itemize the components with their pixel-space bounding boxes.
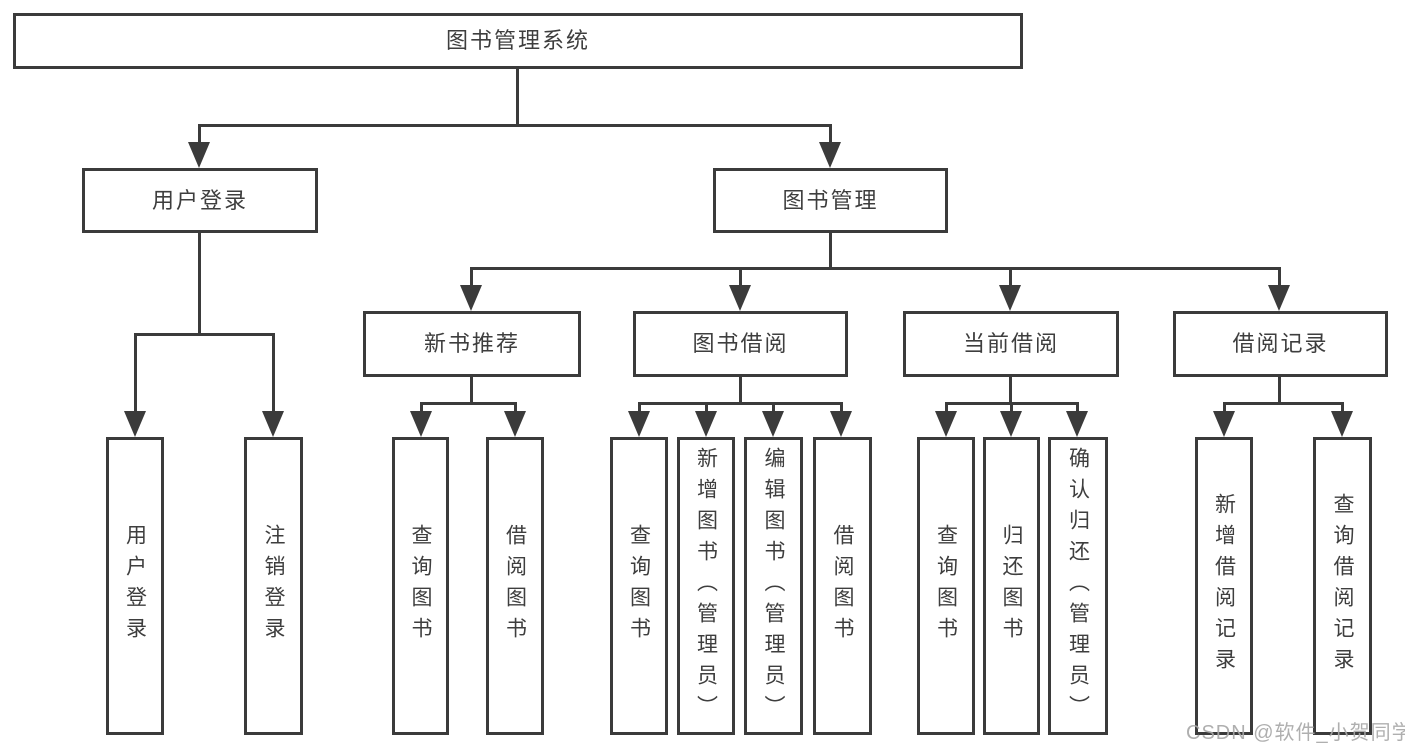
- node-current-borrowing: 当前借阅: [903, 311, 1119, 377]
- connector-stem: [134, 333, 137, 413]
- arrow-down-icon: [460, 285, 482, 311]
- node-label: 新增借阅记录: [1212, 493, 1236, 679]
- connector-stem: [739, 377, 742, 404]
- connector-stem: [470, 267, 473, 286]
- node-label: 图书借阅: [692, 331, 789, 356]
- arrow-down-icon: [695, 411, 717, 437]
- connector-stem: [772, 402, 775, 413]
- arrow-down-icon: [262, 411, 284, 437]
- node-label: 当前借阅: [962, 331, 1059, 356]
- connector-stem: [739, 267, 742, 286]
- node-label: 用户登录: [123, 524, 147, 648]
- connector-stem: [1009, 377, 1012, 404]
- node-borrow-books-leaf: 借阅图书: [813, 437, 872, 735]
- node-label: 注销登录: [262, 524, 285, 648]
- connector-horizontal: [638, 402, 843, 405]
- node-label: 查询图书: [627, 524, 651, 648]
- csdn-watermark: CSDN @软件_小贺同学: [1186, 722, 1405, 744]
- connector-stem: [420, 402, 423, 413]
- arrow-down-icon: [1268, 285, 1290, 311]
- node-label: 归还图书: [1000, 524, 1023, 648]
- node-book-borrowing: 图书借阅: [633, 311, 848, 377]
- node-return-books: 归还图书: [983, 437, 1040, 735]
- connector-stem: [1278, 267, 1281, 286]
- arrow-down-icon: [1066, 411, 1088, 437]
- node-user-login: 用户登录: [82, 168, 318, 233]
- arrow-down-icon: [935, 411, 957, 437]
- connector-stem: [705, 402, 708, 413]
- node-user-login-leaf: 用户登录: [106, 437, 164, 735]
- node-label: 用户登录: [151, 187, 248, 213]
- arrow-down-icon: [999, 285, 1021, 311]
- connector-stem: [516, 68, 519, 126]
- connector-stem: [829, 233, 832, 269]
- arrow-down-icon: [1331, 411, 1353, 437]
- node-label: 新书推荐: [423, 331, 520, 356]
- node-query-borrow-record: 查询借阅记录: [1313, 437, 1372, 735]
- node-query-books-borrowing: 查询图书: [610, 437, 668, 735]
- arrow-down-icon: [762, 411, 784, 437]
- connector-stem: [945, 402, 948, 413]
- node-label: 查询图书: [409, 524, 432, 648]
- node-add-book-admin: 新增图书（管理员）: [677, 437, 735, 735]
- connector-stem: [1223, 402, 1226, 413]
- node-new-book-recommend: 新书推荐: [363, 311, 581, 377]
- connector-stem: [1009, 267, 1012, 286]
- node-label: 确认归还（管理员）: [1066, 446, 1090, 726]
- node-add-borrow-record: 新增借阅记录: [1195, 437, 1253, 735]
- arrow-down-icon: [1213, 411, 1235, 437]
- connector-stem: [514, 402, 517, 413]
- node-library-system: 图书管理系统: [13, 13, 1023, 69]
- connector-stem: [198, 124, 201, 144]
- node-query-books-recommend: 查询图书: [392, 437, 449, 735]
- node-confirm-return-admin: 确认归还（管理员）: [1048, 437, 1108, 735]
- connector-stem: [1341, 402, 1344, 413]
- arrow-down-icon: [188, 142, 210, 168]
- node-label: 借阅记录: [1232, 331, 1329, 356]
- node-logout: 注销登录: [244, 437, 303, 735]
- node-label: 编辑图书（管理员）: [762, 446, 785, 726]
- connector-horizontal: [1223, 402, 1344, 405]
- node-book-management: 图书管理: [713, 168, 948, 233]
- connector-horizontal: [420, 402, 517, 405]
- connector-stem: [198, 233, 201, 335]
- arrow-down-icon: [819, 142, 841, 168]
- node-label: 借阅图书: [831, 524, 854, 648]
- arrow-down-icon: [830, 411, 852, 437]
- arrow-down-icon: [124, 411, 146, 437]
- connector-stem: [1076, 402, 1079, 413]
- arrow-down-icon: [628, 411, 650, 437]
- connector-stem: [638, 402, 641, 413]
- node-label: 新增图书（管理员）: [694, 446, 718, 726]
- node-borrow-books-recommend: 借阅图书: [486, 437, 544, 735]
- node-borrow-records: 借阅记录: [1173, 311, 1388, 377]
- node-label: 图书管理系统: [445, 28, 590, 53]
- node-label: 查询图书: [934, 524, 958, 648]
- connector-stem: [840, 402, 843, 413]
- connector-stem: [829, 124, 832, 144]
- arrow-down-icon: [410, 411, 432, 437]
- connector-horizontal: [198, 124, 832, 127]
- connector-stem: [1278, 377, 1281, 404]
- node-label: 图书管理: [782, 187, 879, 213]
- node-label: 借阅图书: [503, 524, 527, 648]
- arrow-down-icon: [729, 285, 751, 311]
- connector-horizontal: [470, 267, 1281, 270]
- connector-horizontal: [134, 333, 275, 336]
- node-label: 查询借阅记录: [1331, 493, 1354, 679]
- connector-stem: [272, 333, 275, 413]
- arrow-down-icon: [1000, 411, 1022, 437]
- node-query-books-current: 查询图书: [917, 437, 975, 735]
- connector-stem: [470, 377, 473, 404]
- node-edit-book-admin: 编辑图书（管理员）: [744, 437, 803, 735]
- arrow-down-icon: [504, 411, 526, 437]
- connector-stem: [1010, 402, 1013, 413]
